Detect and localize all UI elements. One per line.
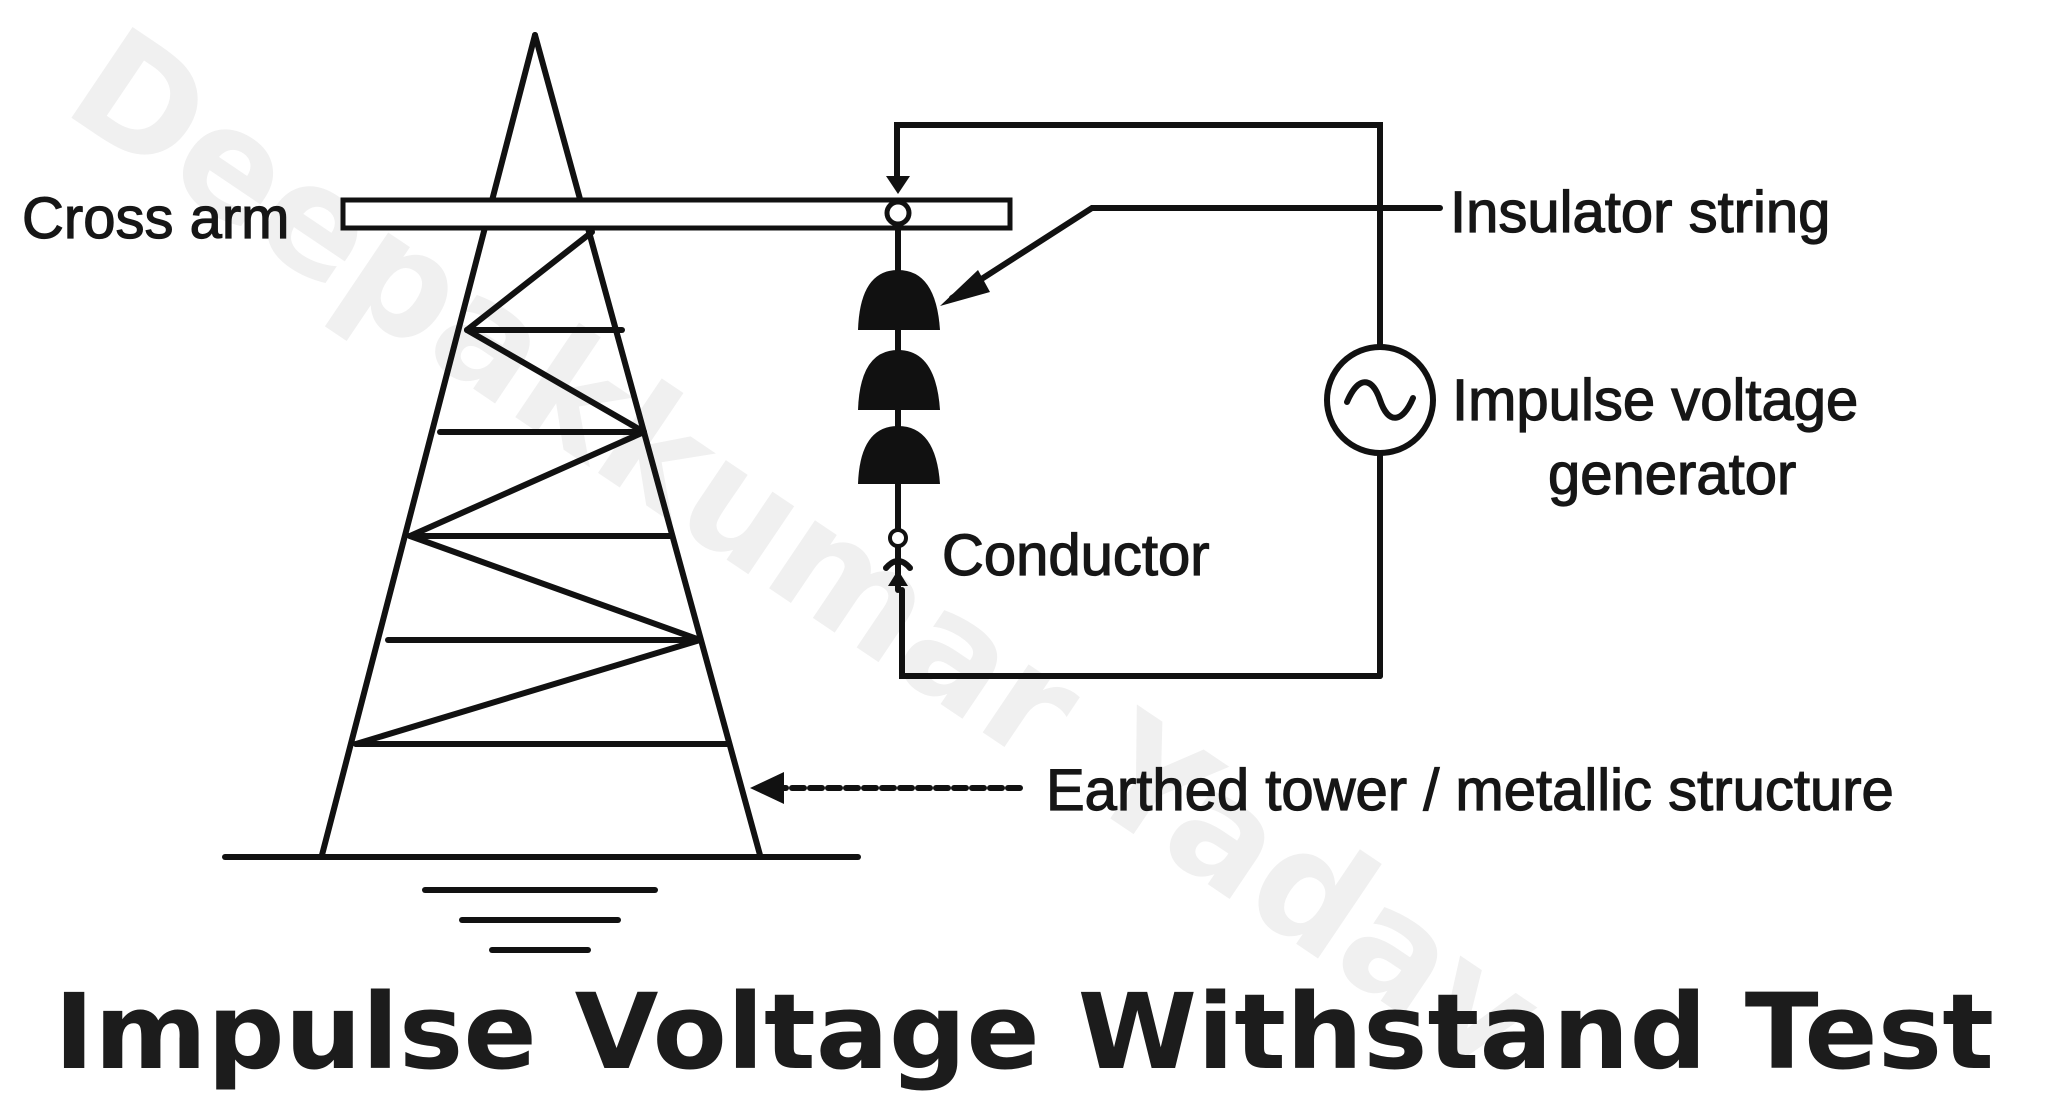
insulator-string: [858, 270, 940, 484]
insulator-disc: [858, 426, 940, 484]
cross-arm-label: Cross arm: [22, 186, 289, 251]
insulator-leader-arrowhead: [940, 270, 990, 306]
ground-icon: [222, 854, 861, 953]
conductor-clamp: [883, 528, 913, 586]
tower-leader-arrowhead: [750, 772, 784, 804]
insulator-leader-line: [949, 205, 1443, 301]
watermark: Deepakkumar Yadav: [40, 0, 1571, 1107]
generator-label-line1: Impulse voltage: [1452, 368, 1858, 433]
insulator-disc: [858, 270, 940, 330]
diagram-title: Impulse Voltage Withstand Test: [54, 971, 1994, 1093]
insulator-string-label: Insulator string: [1450, 180, 1830, 245]
earthed-tower: [319, 32, 763, 858]
top-hook: [884, 199, 912, 227]
tower-label: Earthed tower / metallic structure: [1046, 758, 1894, 823]
insulator-disc: [858, 350, 940, 410]
ac-source-icon: [1324, 344, 1436, 456]
top-connection-arrow: [886, 176, 910, 194]
conductor-label: Conductor: [942, 523, 1210, 588]
generator-label-line2: generator: [1548, 442, 1796, 507]
